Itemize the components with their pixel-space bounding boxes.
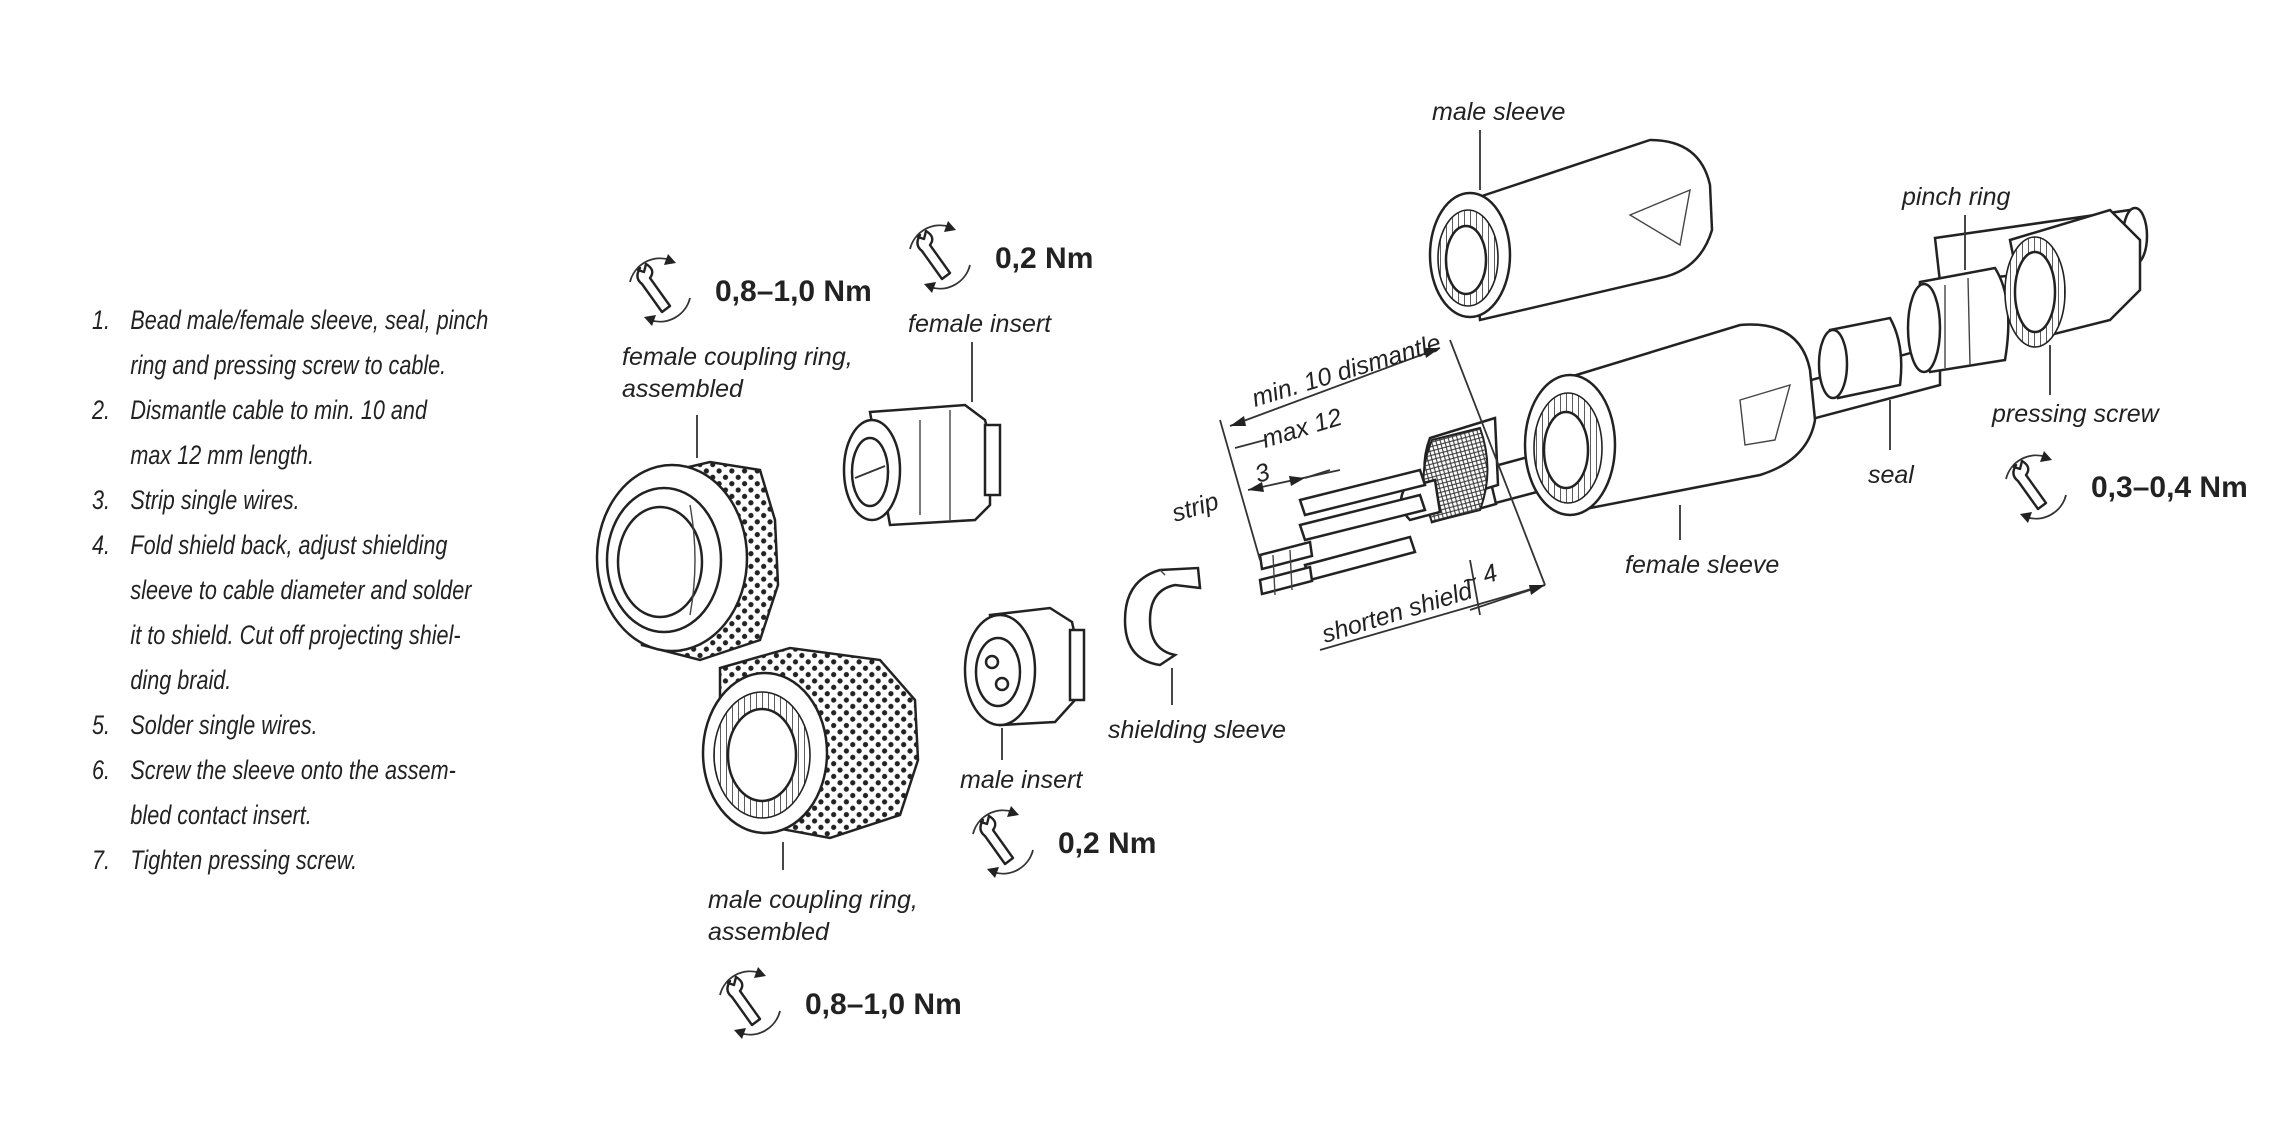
- instruction-line: 1. Bead male/female sleeve, seal, pinch: [92, 298, 578, 343]
- female-coupling-ring-label-1: female coupling ring,: [622, 343, 853, 371]
- pinch-ring: [1906, 215, 2010, 374]
- wrench-torque-icon: [628, 252, 692, 328]
- female-coupling-ring-label-2: assembled: [622, 375, 744, 403]
- instruction-line: ding braid.: [92, 658, 578, 703]
- pressing-screw-label: pressing screw: [1991, 400, 2161, 428]
- instruction-line: 3. Strip single wires.: [92, 478, 578, 523]
- instruction-text: Dismantle cable to min. 10 and: [130, 395, 427, 425]
- instruction-number: 6.: [92, 755, 111, 785]
- instruction-number: 3.: [92, 485, 111, 515]
- instruction-text: Tighten pressing screw.: [130, 845, 358, 875]
- shielding-sleeve: [1123, 566, 1202, 705]
- instruction-line: 4. Fold shield back, adjust shielding: [92, 523, 578, 568]
- torque-value: 0,8–1,0 Nm: [805, 988, 962, 1021]
- instruction-text: Screw the sleeve onto the assem-: [130, 755, 456, 785]
- male-coupling-ring-label-1: male coupling ring,: [708, 886, 918, 914]
- instruction-number: 2.: [92, 395, 111, 425]
- male-insert-label: male insert: [960, 766, 1083, 794]
- wrench-torque-icon: [971, 804, 1035, 880]
- torque-female-insert: 0,2 Nm: [908, 219, 1093, 295]
- instruction-line: bled contact insert.: [92, 793, 578, 838]
- instruction-line: 5. Solder single wires.: [92, 703, 578, 748]
- seal-label: seal: [1868, 461, 1915, 489]
- prepared-cable-end: [1258, 416, 1500, 596]
- female-coupling-ring: [595, 415, 780, 662]
- female-sleeve-label: female sleeve: [1625, 551, 1779, 579]
- instruction-line: it to shield. Cut off projecting shiel-: [92, 613, 578, 658]
- instruction-line: sleeve to cable diameter and solder: [92, 568, 578, 613]
- female-insert-label: female insert: [908, 310, 1052, 338]
- instruction-line: 2. Dismantle cable to min. 10 and: [92, 388, 578, 433]
- instruction-line: 7. Tighten pressing screw.: [92, 838, 578, 883]
- torque-female-coupling-ring: 0,8–1,0 Nm: [628, 252, 872, 328]
- male-insert: [963, 606, 1086, 760]
- instruction-line: ring and pressing screw to cable.: [92, 343, 578, 388]
- instruction-text: sleeve to cable diameter and solder: [130, 575, 472, 605]
- assembly-instructions: 1. Bead male/female sleeve, seal, pinch ri…: [92, 298, 562, 883]
- torque-value: 0,2 Nm: [1058, 827, 1156, 860]
- male-coupling-ring-label-2: assembled: [708, 918, 830, 946]
- instruction-text: Solder single wires.: [130, 710, 318, 740]
- instruction-line: max 12 mm length.: [92, 433, 578, 478]
- instruction-number: 1.: [92, 305, 111, 335]
- torque-value: 0,2 Nm: [995, 242, 1093, 275]
- male-sleeve: [1428, 130, 1714, 322]
- pressing-screw: [2004, 208, 2142, 395]
- male-coupling-ring: [701, 646, 920, 870]
- shield-dimension: ~ 4: [1459, 559, 1501, 596]
- instruction-text: Bead male/female sleeve, seal, pinch: [130, 305, 489, 335]
- seal: [1817, 316, 1903, 450]
- instruction-text: ding braid.: [130, 665, 232, 695]
- torque-male-coupling-ring: 0,8–1,0 Nm: [718, 965, 962, 1041]
- strip-label: strip: [1169, 487, 1222, 528]
- pinch-ring-label: pinch ring: [1901, 183, 2010, 211]
- instruction-number: 5.: [92, 710, 111, 740]
- instruction-text: it to shield. Cut off projecting shiel-: [130, 620, 461, 650]
- wrench-torque-icon: [908, 219, 972, 295]
- female-sleeve: [1523, 323, 1817, 540]
- instruction-text: ring and pressing screw to cable.: [130, 350, 447, 380]
- instruction-text: bled contact insert.: [130, 800, 312, 830]
- instruction-text: Fold shield back, adjust shielding: [130, 530, 448, 560]
- female-insert: [842, 342, 1002, 527]
- torque-value: 0,8–1,0 Nm: [715, 275, 872, 308]
- strip-dimension: 3: [1252, 458, 1274, 489]
- instruction-text: Strip single wires.: [130, 485, 300, 515]
- instruction-text: max 12 mm length.: [130, 440, 315, 470]
- torque-male-insert: 0,2 Nm: [971, 804, 1156, 880]
- instruction-number: 4.: [92, 530, 111, 560]
- torque-value: 0,3–0,4 Nm: [2091, 471, 2248, 504]
- torque-pressing-screw: 0,3–0,4 Nm: [2004, 449, 2248, 525]
- dismantle-dimension: min. 10 dismantle: [1249, 329, 1445, 413]
- wrench-torque-icon: [718, 965, 782, 1041]
- male-sleeve-label: male sleeve: [1432, 98, 1565, 126]
- dimension-lines: [1219, 339, 1546, 651]
- instruction-number: 7.: [92, 845, 111, 875]
- instruction-line: 6. Screw the sleeve onto the assem-: [92, 748, 578, 793]
- wrench-torque-icon: [2004, 449, 2068, 525]
- shielding-sleeve-label: shielding sleeve: [1108, 716, 1286, 744]
